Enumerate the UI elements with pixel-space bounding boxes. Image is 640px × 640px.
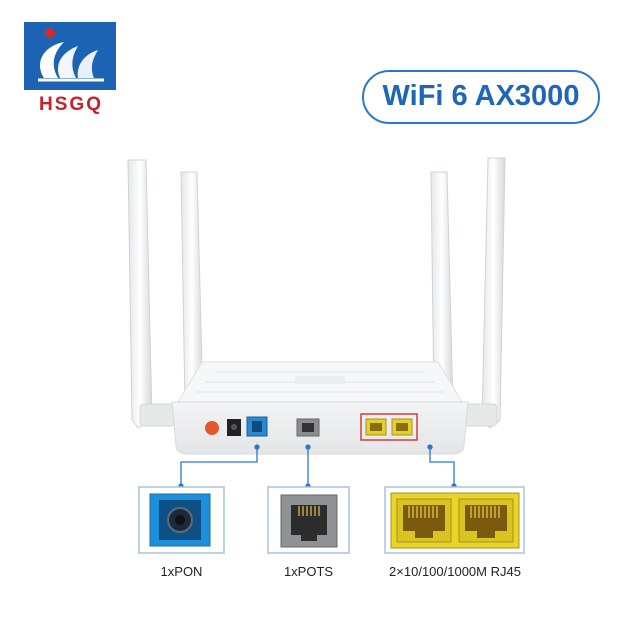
power-button-icon [205, 421, 219, 435]
port-label-rj45: 2×10/100/1000M RJ45 [389, 564, 521, 579]
port-label-pots: 1xPOTS [283, 564, 334, 579]
rj45-port-icon [390, 492, 520, 549]
antenna-outer-right [481, 157, 506, 429]
brand-logo: HSGQ [22, 22, 120, 115]
wifi-badge: WiFi 6 AX3000 [362, 70, 600, 124]
antenna-outer-left [127, 159, 153, 429]
port-label-pon: 1xPON [160, 564, 203, 579]
brand-name: HSGQ [39, 94, 103, 115]
rj11-port-icon [280, 494, 338, 548]
logo-emblem [24, 22, 116, 90]
pon-port-icon [149, 493, 211, 547]
